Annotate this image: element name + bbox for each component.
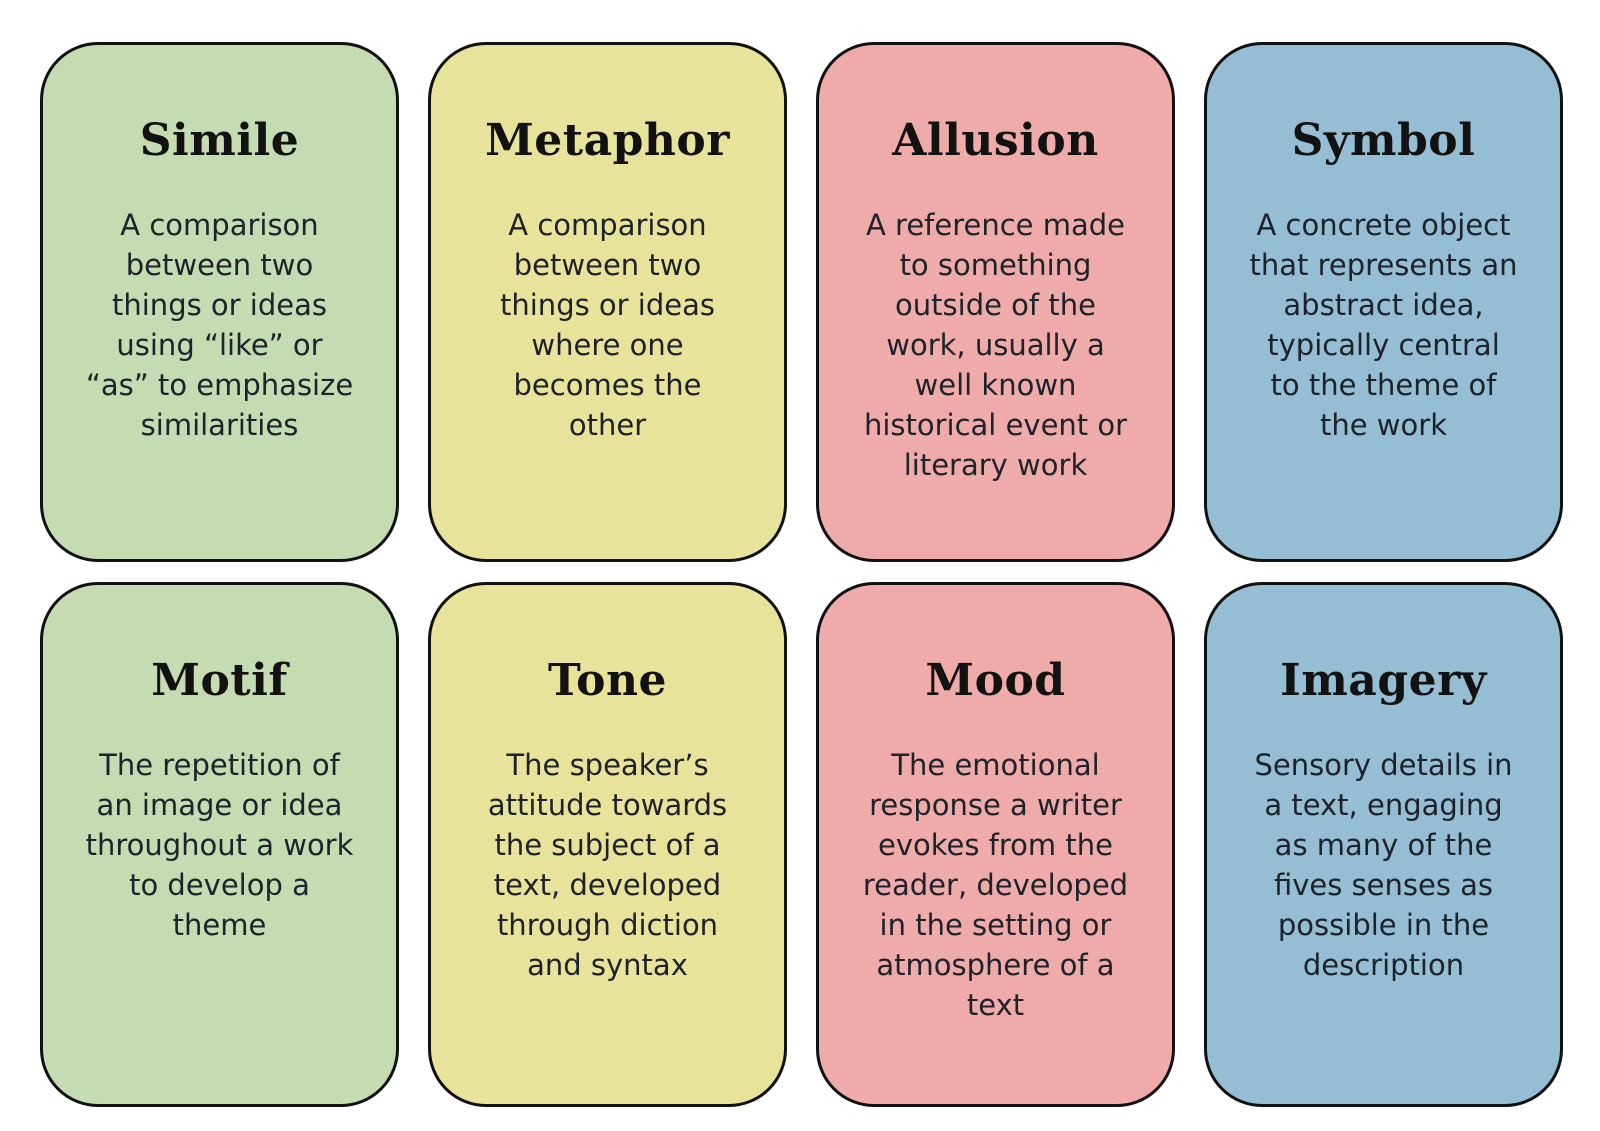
- flashcard-motif: Motif The repetition of an image or idea…: [40, 582, 399, 1107]
- flashcard-tone: Tone The speaker’s attitude towards the …: [428, 582, 787, 1107]
- card-title-simile: Simile: [139, 115, 300, 166]
- card-title-imagery: Imagery: [1280, 655, 1487, 706]
- card-title-symbol: Symbol: [1291, 115, 1476, 166]
- card-title-allusion: Allusion: [892, 115, 1099, 166]
- card-definition-allusion: A reference made to something outside of…: [863, 208, 1128, 482]
- card-definition-imagery: Sensory details in a text, engaging as m…: [1254, 748, 1513, 982]
- card-definition-motif: The repetition of an image or idea throu…: [85, 748, 354, 942]
- flashcard-allusion: Allusion A reference made to something o…: [816, 42, 1175, 562]
- card-title-mood: Mood: [925, 655, 1066, 706]
- card-definition-tone: The speaker’s attitude towards the subje…: [487, 748, 728, 982]
- card-title-motif: Motif: [151, 655, 288, 706]
- card-definition-simile: A comparison between two things or ideas…: [85, 208, 354, 442]
- flashcard-imagery: Imagery Sensory details in a text, engag…: [1204, 582, 1563, 1107]
- card-definition-symbol: A concrete object that represents an abs…: [1249, 208, 1518, 442]
- flashcard-symbol: Symbol A concrete object that represents…: [1204, 42, 1563, 562]
- card-title-tone: Tone: [547, 655, 668, 706]
- flashcard-metaphor: Metaphor A comparison between two things…: [428, 42, 787, 562]
- card-definition-mood: The emotional response a writer evokes f…: [862, 748, 1129, 1022]
- card-title-metaphor: Metaphor: [485, 115, 730, 166]
- card-definition-metaphor: A comparison between two things or ideas…: [500, 208, 715, 442]
- flashcard-mood: Mood The emotional response a writer evo…: [816, 582, 1175, 1107]
- flashcard-simile: Simile A comparison between two things o…: [40, 42, 399, 562]
